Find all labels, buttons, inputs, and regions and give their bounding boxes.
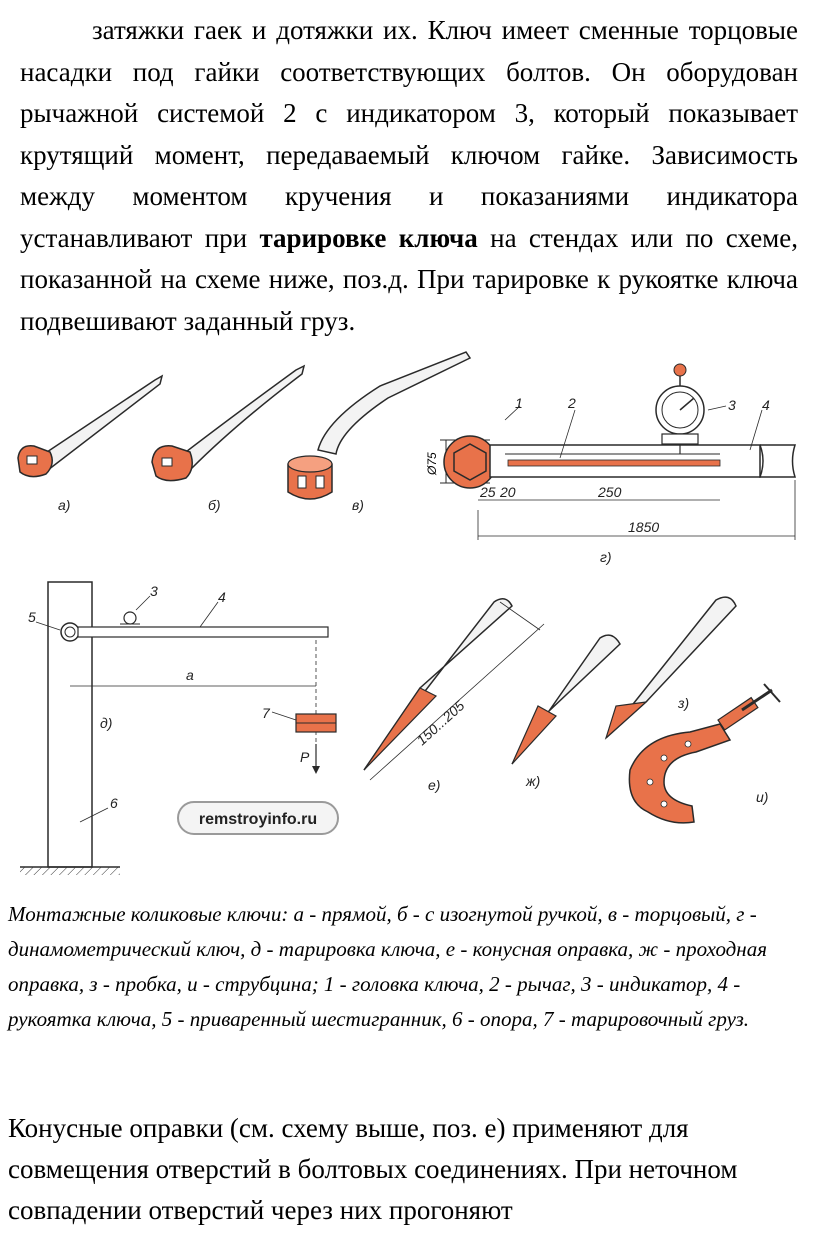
dim-P: P — [300, 749, 310, 765]
num-2: 2 — [567, 395, 576, 411]
num-3b: 3 — [150, 583, 158, 599]
paragraph-1-bold-term: тарировке ключа — [259, 222, 478, 253]
label-z: з) — [677, 695, 689, 711]
dim-20: 20 — [499, 484, 516, 500]
num-1: 1 — [515, 395, 523, 411]
dim-1850: 1850 — [628, 519, 659, 535]
num-5: 5 — [28, 609, 36, 625]
num-4b: 4 — [218, 589, 226, 605]
wrench-figure: а) б) в) Ø75 1 2 — [0, 340, 816, 900]
dim-d75: Ø75 — [425, 452, 439, 476]
paragraph-1-text-a: затяжки гаек и дотяжки их. Ключ имеет см… — [20, 15, 798, 253]
conical-mandrel-e: 150...205 е) — [363, 598, 545, 793]
through-mandrel-zh: ж) — [511, 634, 621, 789]
num-3: 3 — [728, 397, 736, 413]
torque-wrench-g: Ø75 1 2 3 4 25 20 250 1850 г) — [425, 363, 797, 565]
paragraph-2: Конусные оправки (см. схему выше, поз. е… — [8, 1113, 738, 1225]
label-zh: ж) — [525, 773, 540, 789]
wrench-illustration: а) б) в) Ø75 1 2 — [17, 351, 797, 875]
label-e: е) — [428, 777, 440, 793]
dim-a: а — [186, 667, 194, 683]
label-v: в) — [352, 497, 364, 513]
num-4: 4 — [762, 397, 770, 413]
watermark-text: remstroyinfo.ru — [199, 811, 317, 828]
figure-caption: Монтажные коликовые ключи: а - прямой, б… — [8, 902, 767, 1031]
num-6: 6 — [110, 795, 118, 811]
straight-wrench-a: а) — [17, 374, 164, 513]
calibration-stand-d: 5 3 4 а д) 7 P 6 — [20, 581, 337, 875]
num-7: 7 — [262, 705, 271, 721]
label-b: б) — [208, 497, 221, 513]
label-d: д) — [100, 715, 112, 731]
clamp-i: и) — [628, 683, 781, 824]
label-g: г) — [600, 549, 612, 565]
socket-wrench-v: в) — [287, 351, 472, 513]
bent-wrench-b: б) — [151, 364, 306, 513]
plug-z: з) — [604, 596, 737, 740]
dim-25: 25 — [479, 484, 496, 500]
label-a: а) — [58, 497, 70, 513]
label-i: и) — [756, 789, 768, 805]
dim-250: 250 — [597, 484, 622, 500]
paragraph-1: затяжки гаек и дотяжки их. Ключ имеет см… — [20, 10, 798, 342]
paragraph-1-text-b: на стендах или по схеме, показанной на с… — [20, 222, 799, 336]
watermark-badge: remstroyinfo.ru — [177, 801, 339, 835]
